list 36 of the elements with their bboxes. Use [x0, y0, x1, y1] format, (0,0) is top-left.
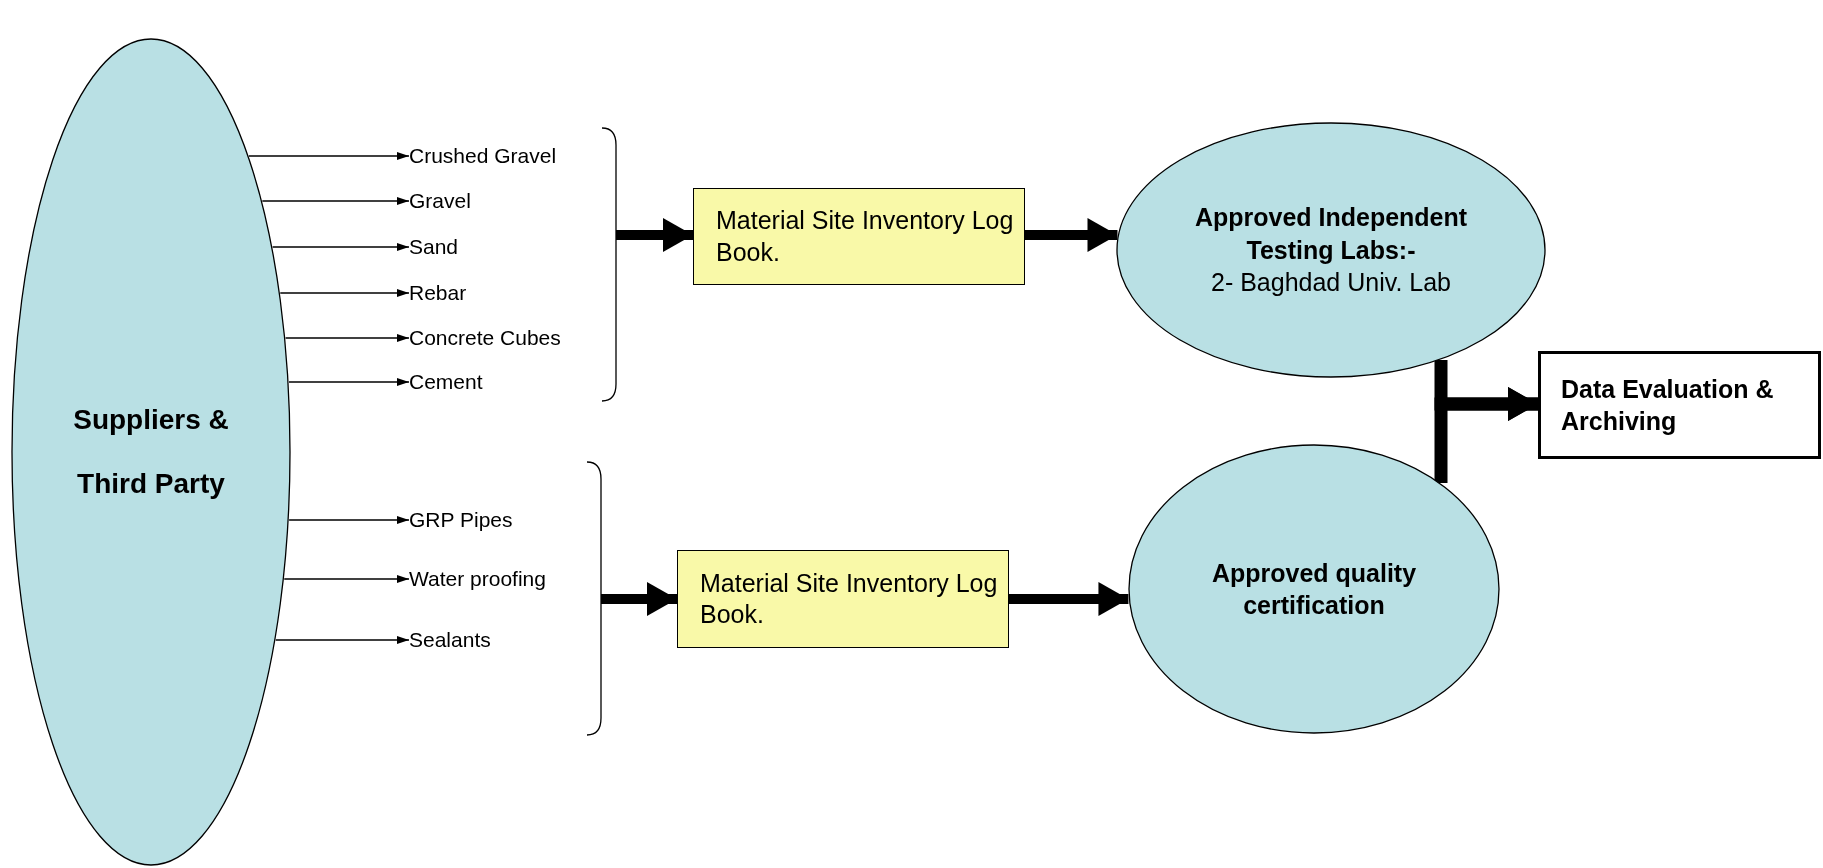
arrow	[1025, 218, 1118, 252]
node-text: 2- Baghdad Univ. Lab	[1211, 267, 1451, 299]
arrow	[1434, 387, 1538, 484]
arrow	[272, 243, 410, 251]
material-label: Rebar	[409, 279, 609, 307]
material-label: Sand	[409, 233, 609, 261]
arrow	[601, 582, 677, 616]
node-text: Approved Independent Testing Labs:-	[1193, 202, 1469, 266]
node-text: Approved quality certification	[1210, 557, 1418, 621]
node-text: Material Site Inventory Log Book.	[700, 567, 999, 630]
arrow	[248, 152, 410, 160]
node-text: Suppliers & Third Party	[72, 403, 230, 501]
process-box	[677, 550, 1009, 648]
ellipse-node	[1128, 444, 1500, 734]
arrow	[288, 378, 410, 386]
arrow	[616, 218, 693, 252]
material-label: Concrete Cubes	[409, 324, 609, 352]
material-label: GRP Pipes	[409, 506, 609, 534]
material-label: Sealants	[409, 626, 609, 654]
arrow	[279, 289, 410, 297]
process-box	[1538, 351, 1821, 459]
node-text: Data Evaluation & Archiving	[1561, 373, 1775, 437]
node-text: Material Site Inventory Log Book.	[716, 205, 1015, 268]
arrow	[1009, 582, 1129, 616]
material-label: Cement	[409, 368, 609, 396]
ellipse-node	[11, 38, 291, 866]
material-label: Crushed Gravel	[409, 142, 609, 170]
process-box	[693, 188, 1025, 285]
arrow	[288, 516, 410, 524]
material-label: Water proofing	[409, 565, 609, 593]
arrow	[261, 197, 410, 205]
material-label: Gravel	[409, 187, 609, 215]
arrow	[275, 636, 410, 644]
arrow	[283, 575, 410, 583]
ellipse-node	[1116, 122, 1546, 378]
arrow	[284, 334, 410, 342]
